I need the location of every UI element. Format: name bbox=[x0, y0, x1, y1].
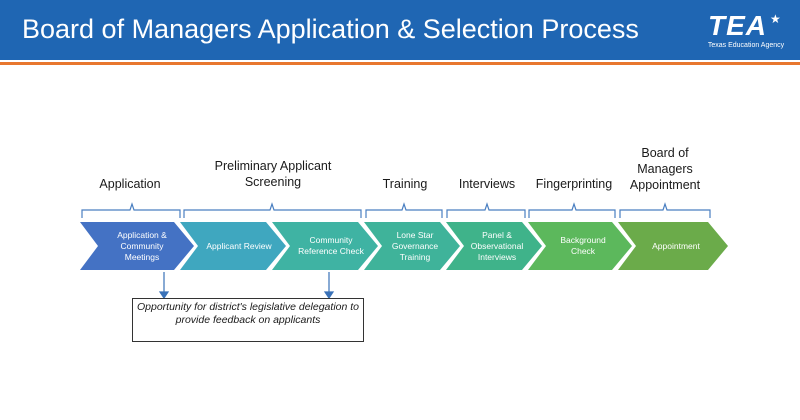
phase-label-fingerprinting: Fingerprinting bbox=[535, 177, 613, 191]
tea-logo: TEA ★ Texas Education Agency bbox=[700, 8, 792, 54]
step-label-1: Application & Community Meetings bbox=[117, 229, 167, 262]
feedback-note-box: Opportunity for district's legislative d… bbox=[132, 298, 364, 342]
logo-subtitle: Texas Education Agency bbox=[707, 42, 785, 49]
chevron-step-2 bbox=[180, 222, 286, 270]
chevron-step-6 bbox=[528, 222, 632, 270]
accent-divider bbox=[0, 62, 800, 65]
bracket-training bbox=[365, 202, 443, 218]
step-label-7: Appointment bbox=[652, 240, 700, 251]
star-icon: ★ bbox=[770, 12, 781, 26]
logo-text: TEA bbox=[708, 10, 767, 41]
step-label-3: Community Reference Check bbox=[298, 235, 364, 256]
bracket-appointment bbox=[619, 202, 711, 218]
step-label-4: Lone Star Governance Training bbox=[391, 229, 439, 262]
step-label-6: Background Check bbox=[560, 235, 606, 256]
bracket-interviews bbox=[446, 202, 526, 218]
phase-label-application: Application bbox=[99, 177, 161, 191]
chevron-step-3 bbox=[272, 222, 378, 270]
chevron-step-4 bbox=[364, 222, 460, 270]
bracket-fingerprinting bbox=[528, 202, 616, 218]
arrow-head-1 bbox=[158, 291, 170, 300]
phase-label-training: Training bbox=[382, 177, 428, 191]
step-label-2: Applicant Review bbox=[206, 240, 272, 251]
phase-label-interviews: Interviews bbox=[458, 177, 516, 191]
chevron-step-5 bbox=[446, 222, 542, 270]
phase-label-screening: Preliminary Applicant Screening bbox=[214, 159, 332, 189]
arrow-head-2 bbox=[323, 291, 335, 300]
step-label-5: Panel & Observational Interviews bbox=[470, 229, 524, 262]
chevron-step-1 bbox=[80, 222, 194, 270]
bracket-application bbox=[81, 202, 181, 218]
page-title: Board of Managers Application & Selectio… bbox=[22, 14, 639, 44]
chevron-step-7 bbox=[618, 222, 728, 270]
phase-label-appointment: Board of Managers Appointment bbox=[629, 146, 701, 192]
bracket-screening bbox=[183, 202, 362, 218]
header-bar: Board of Managers Application & Selectio… bbox=[0, 0, 800, 60]
